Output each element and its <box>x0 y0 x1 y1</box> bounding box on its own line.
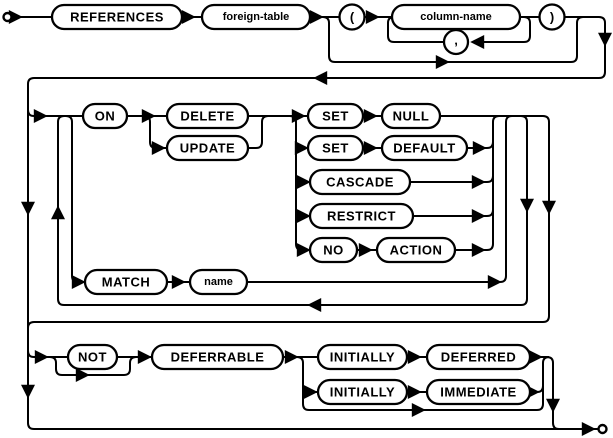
node-default-shape <box>380 134 469 162</box>
node-cascade-label: CASCADE <box>326 175 394 190</box>
node-initially-deferred-initially: INITIALLY <box>316 343 409 371</box>
rail-immediate-merge <box>530 356 550 393</box>
node-initially2-shape <box>316 378 409 406</box>
node-restrict-shape <box>308 202 415 230</box>
node-update-shape <box>165 134 250 162</box>
node-foreign-table-shape <box>200 3 312 31</box>
rail-loop-exit <box>27 115 550 329</box>
rail-default-merge <box>467 115 500 149</box>
node-match-label: MATCH <box>102 275 150 290</box>
node-rparen: ) <box>538 3 566 31</box>
node-on: ON <box>81 102 129 130</box>
node-name-shape <box>188 268 249 296</box>
rail-initially-split-skip <box>296 356 544 411</box>
node-set1-shape <box>306 102 365 130</box>
node-initially1-label: INITIALLY <box>330 350 395 365</box>
node-deferrable-label: DEFERRABLE <box>171 350 265 365</box>
node-action-label: ACTION <box>390 243 443 258</box>
end-terminal-icon <box>597 423 608 435</box>
node-deferred-shape <box>425 343 532 371</box>
rail-deferred-out-down <box>530 356 565 430</box>
node-cascade: CASCADE <box>308 168 412 196</box>
node-deferrable-shape <box>150 343 285 371</box>
node-null-shape <box>380 102 442 130</box>
node-no-label: NO <box>323 243 344 258</box>
node-deferrable: DEFERRABLE <box>150 343 285 371</box>
node-on-shape <box>81 102 129 130</box>
node-column-name-label: column-name <box>420 11 492 23</box>
rail-match-branch <box>65 115 85 283</box>
rail-action-merge <box>455 122 494 251</box>
node-delete: DELETE <box>165 102 250 130</box>
node-initially-immediate-initially: INITIALLY <box>316 378 409 406</box>
node-comma: , <box>442 28 470 56</box>
node-null-label: NULL <box>393 109 430 124</box>
node-comma-label: , <box>454 33 458 48</box>
node-references-shape <box>50 3 184 31</box>
node-null: NULL <box>380 102 442 130</box>
node-update: UPDATE <box>165 134 250 162</box>
node-on-label: ON <box>95 109 116 124</box>
rail-comma-loop-right <box>474 16 531 43</box>
node-set2-shape <box>306 134 365 162</box>
node-not-label: NOT <box>78 350 107 365</box>
node-set-null-set: SET <box>306 102 365 130</box>
node-references-label: REFERENCES <box>70 10 164 25</box>
node-immediate-shape <box>425 378 532 406</box>
rail-loopback <box>57 115 528 306</box>
node-comma-shape <box>442 28 470 56</box>
node-default: DEFAULT <box>380 134 469 162</box>
node-deferred: DEFERRED <box>425 343 532 371</box>
connector-lines <box>8 10 612 436</box>
rail-update-merge <box>248 115 269 149</box>
node-set-default-set: SET <box>306 134 365 162</box>
node-restrict-label: RESTRICT <box>327 209 396 224</box>
rail-rparen-right-down-return <box>27 16 606 85</box>
node-column-name: column-name <box>390 3 522 31</box>
node-references: REFERENCES <box>50 3 184 31</box>
node-initially2-label: INITIALLY <box>330 385 395 400</box>
node-immediate-label: IMMEDIATE <box>440 385 516 400</box>
node-set1-label: SET <box>322 109 349 124</box>
node-lparen: ( <box>338 3 366 31</box>
rail-name-merge-up <box>247 115 513 283</box>
rail-defer-entry <box>27 350 68 358</box>
node-name: name <box>188 268 249 296</box>
node-lparen-shape <box>338 3 366 31</box>
node-cascade-shape <box>308 168 412 196</box>
node-default-label: DEFAULT <box>393 141 455 156</box>
rail-not-bypass <box>49 356 137 376</box>
node-no-shape <box>308 236 359 264</box>
node-delete-label: DELETE <box>180 109 234 124</box>
node-immediate: IMMEDIATE <box>425 378 532 406</box>
node-set2-label: SET <box>322 141 349 156</box>
node-restrict: RESTRICT <box>308 202 415 230</box>
node-not-shape <box>66 343 119 371</box>
node-not: NOT <box>66 343 119 371</box>
node-rparen-shape <box>538 3 566 31</box>
node-lparen-label: ( <box>350 10 355 25</box>
start-terminal-icon <box>2 11 13 23</box>
node-rparen-label: ) <box>550 10 554 25</box>
rail-comma-loop-left <box>387 16 444 43</box>
node-deferred-label: DEFERRED <box>441 350 517 365</box>
rail-loop-entry <box>27 109 83 117</box>
node-match: MATCH <box>83 268 169 296</box>
node-foreign-table: foreign-table <box>200 3 312 31</box>
rail-paren-bypass <box>322 16 584 63</box>
node-delete-shape <box>165 102 250 130</box>
rail-update-branch <box>143 115 167 149</box>
node-initially1-shape <box>316 343 409 371</box>
node-match-shape <box>83 268 169 296</box>
node-no: NO <box>308 236 359 264</box>
rail-left-spine-bottom <box>27 84 598 430</box>
node-update-label: UPDATE <box>180 141 235 156</box>
node-action: ACTION <box>375 236 457 264</box>
node-action-shape <box>375 236 457 264</box>
node-foreign-table-label: foreign-table <box>223 11 290 23</box>
node-name-label: name <box>204 276 233 288</box>
